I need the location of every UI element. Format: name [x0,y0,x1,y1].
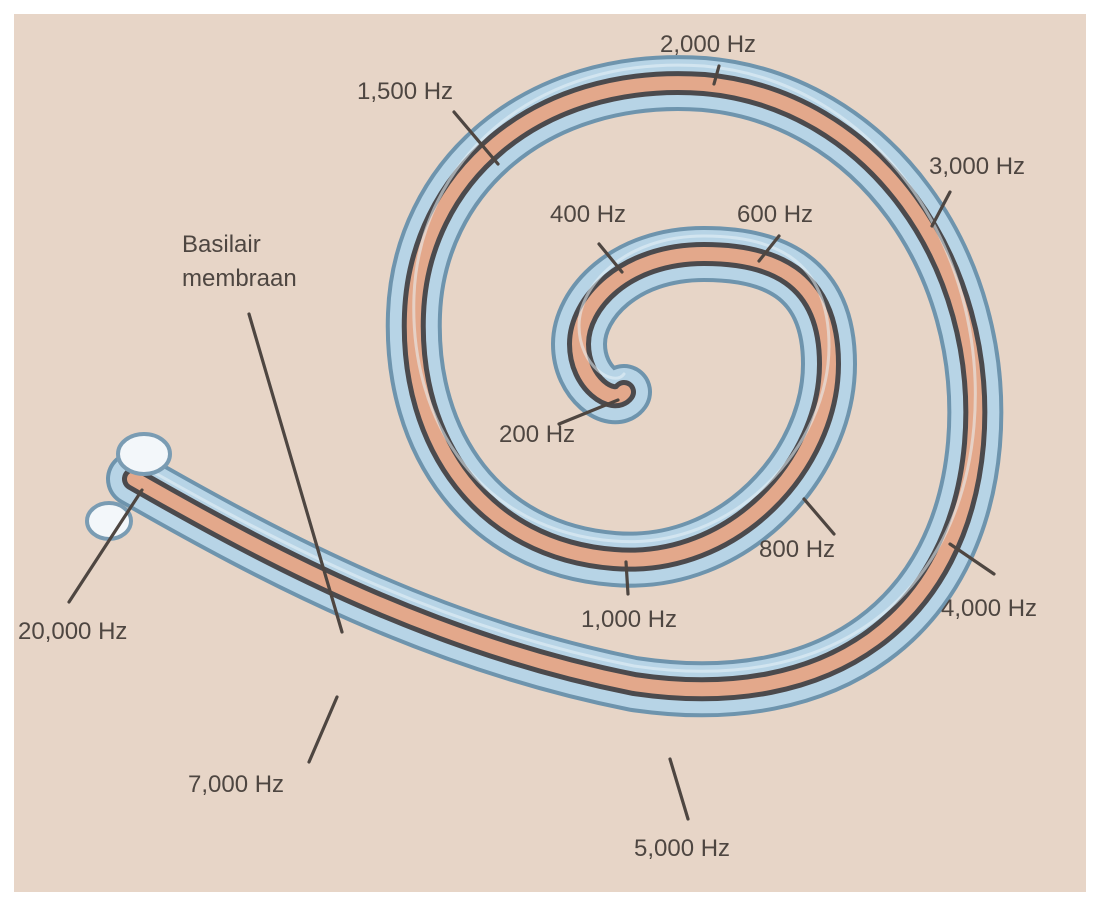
cochlea-illustration: 200 Hz 400 Hz 600 Hz 800 Hz 1,000 Hz 1,5… [18,31,1037,862]
label-600-hz: 600 Hz [737,201,813,228]
label-200-hz: 200 Hz [499,421,575,448]
label-basilar-membrane-line1: Basilair [182,231,261,258]
cochlea-tube [106,55,1004,718]
label-20000-hz: 20,000 Hz [18,618,127,645]
label-400-hz: 400 Hz [550,201,626,228]
label-1000-hz: 1,000 Hz [581,606,677,633]
label-leader-lines [67,64,996,821]
label-800-hz: 800 Hz [759,536,835,563]
tube-openings [85,432,172,541]
label-4000-hz: 4,000 Hz [941,595,1037,622]
label-7000-hz: 7,000 Hz [188,771,284,798]
label-5000-hz: 5,000 Hz [634,835,730,862]
label-basilar-membrane-line2: membraan [182,265,297,292]
frequency-labels: 200 Hz 400 Hz 600 Hz 800 Hz 1,000 Hz 1,5… [18,31,1037,862]
label-1500-hz: 1,500 Hz [357,78,453,105]
cochlea-diagram: 200 Hz 400 Hz 600 Hz 800 Hz 1,000 Hz 1,5… [14,14,1086,892]
label-3000-hz: 3,000 Hz [929,153,1025,180]
label-2000-hz: 2,000 Hz [660,31,756,58]
